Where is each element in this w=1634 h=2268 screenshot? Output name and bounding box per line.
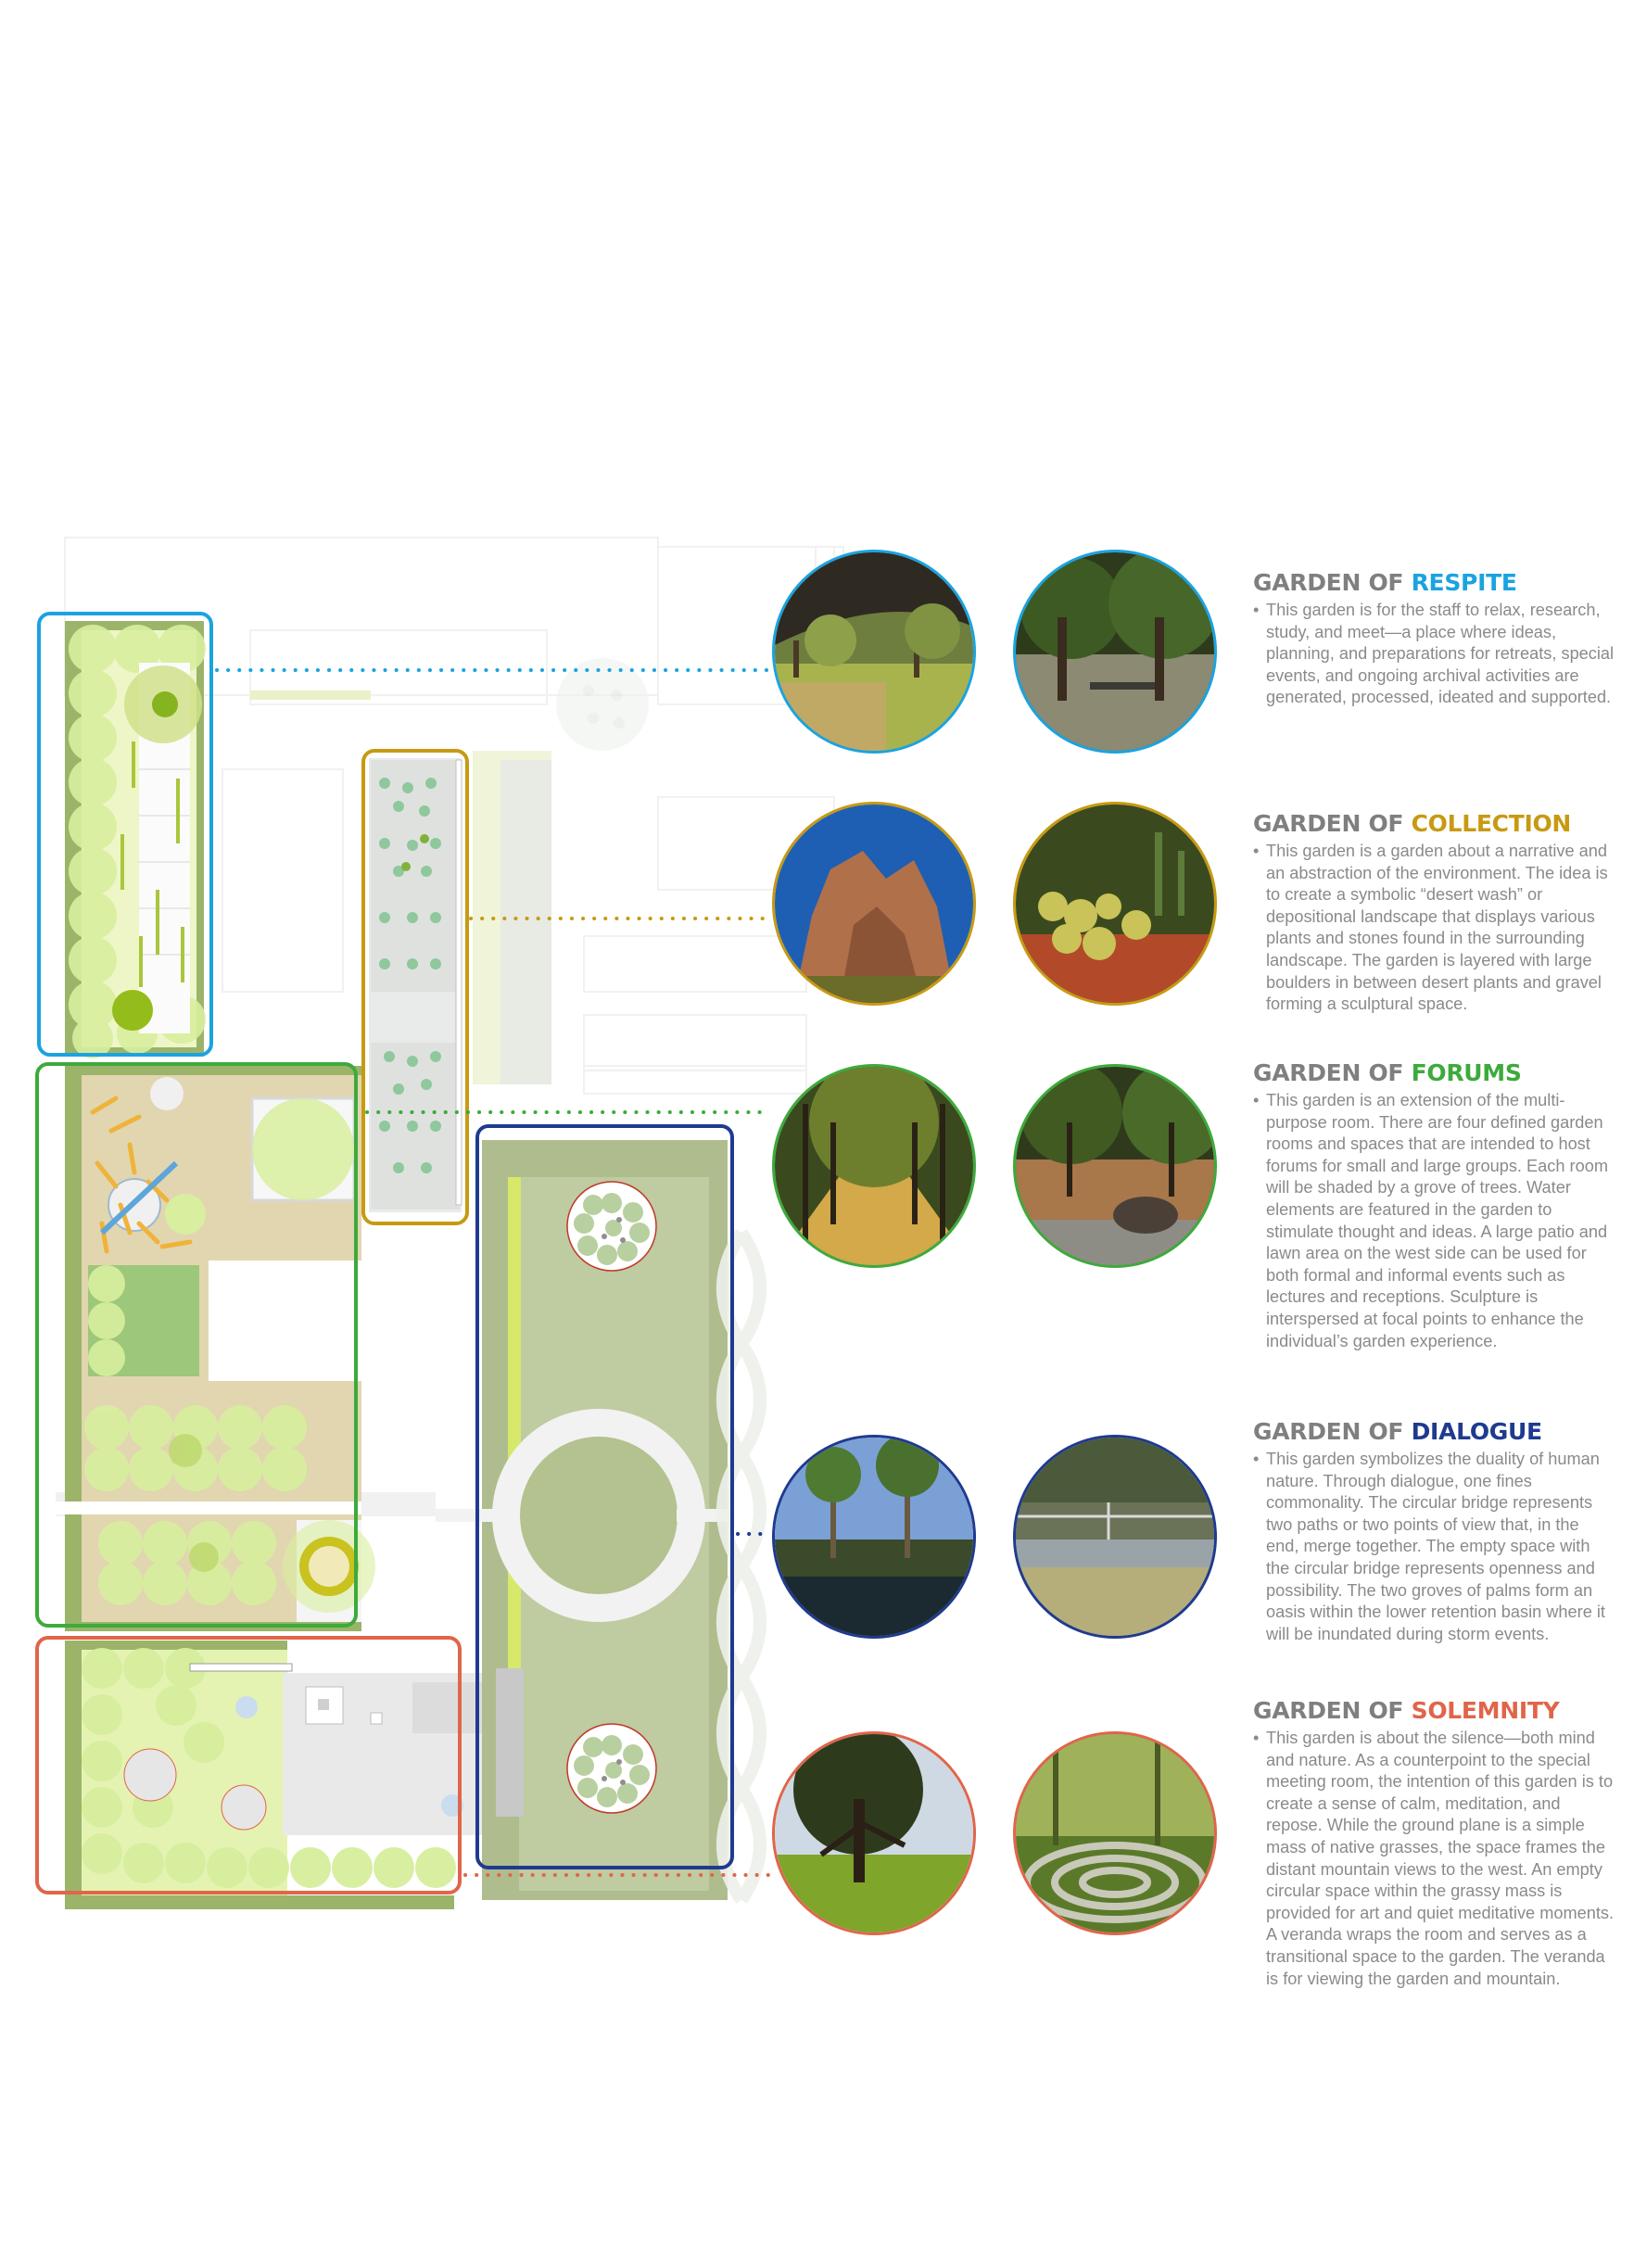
collection-photo-1	[772, 802, 976, 1006]
solemnity-outline	[35, 1636, 462, 1894]
respite-name: RESPITE	[1411, 569, 1517, 596]
dialogue-photo-2	[1013, 1435, 1217, 1639]
dialogue-outline	[475, 1124, 734, 1869]
forums-photo-1	[772, 1064, 976, 1268]
solemnity-photo-1	[772, 1731, 976, 1935]
lattice-pattern	[716, 1229, 766, 1904]
solemnity-photo-2	[1013, 1731, 1217, 1935]
solemnity-title: GARDEN OF SOLEMNITY	[1253, 1697, 1560, 1724]
collection-name: COLLECTION	[1411, 810, 1572, 837]
forums-plan	[56, 1066, 375, 1631]
palm-grove-top	[566, 1181, 657, 1272]
dialogue-description: This garden symbolizes the duality of hu…	[1253, 1449, 1615, 1645]
forums-photo-2	[1013, 1064, 1217, 1268]
collection-text: GARDEN OF COLLECTION This garden is a ga…	[1253, 810, 1615, 1016]
palm-grove-bottom	[566, 1723, 657, 1814]
dialogue-text: GARDEN OF DIALOGUE This garden symbolize…	[1253, 1418, 1615, 1645]
solemnity-text: GARDEN OF SOLEMNITY This garden is about…	[1253, 1697, 1615, 1990]
forums-text: GARDEN OF FORUMS This garden is an exten…	[1253, 1059, 1615, 1352]
collection-description: This garden is a garden about a narrativ…	[1253, 841, 1615, 1016]
respite-photo-1	[772, 550, 976, 754]
collection-photo-2	[1013, 802, 1217, 1006]
respite-outline	[37, 612, 213, 1057]
forums-outline	[35, 1062, 358, 1628]
respite-text: GARDEN OF RESPITE This garden is for the…	[1253, 569, 1615, 709]
collection-title: GARDEN OF COLLECTION	[1253, 810, 1572, 837]
forums-description: This garden is an extension of the multi…	[1253, 1090, 1615, 1352]
dialogue-photo-1	[772, 1435, 976, 1639]
dialogue-plan	[436, 1140, 766, 1904]
solemnity-name: SOLEMNITY	[1411, 1697, 1560, 1724]
dialogue-name: DIALOGUE	[1411, 1418, 1543, 1445]
solemnity-plan	[65, 1641, 482, 1909]
forums-title: GARDEN OF FORUMS	[1253, 1059, 1522, 1086]
collection-plan	[369, 758, 462, 1212]
respite-description: This garden is for the staff to relax, r…	[1253, 600, 1615, 709]
respite-title: GARDEN OF RESPITE	[1253, 569, 1517, 596]
collection-outline	[361, 749, 469, 1225]
dialogue-title: GARDEN OF DIALOGUE	[1253, 1418, 1543, 1445]
solemnity-description: This garden is about the silence—both mi…	[1253, 1728, 1615, 1990]
forums-name: FORUMS	[1411, 1059, 1522, 1086]
respite-photo-2	[1013, 550, 1217, 754]
respite-plan	[65, 621, 206, 1058]
faint-circle	[556, 658, 649, 751]
